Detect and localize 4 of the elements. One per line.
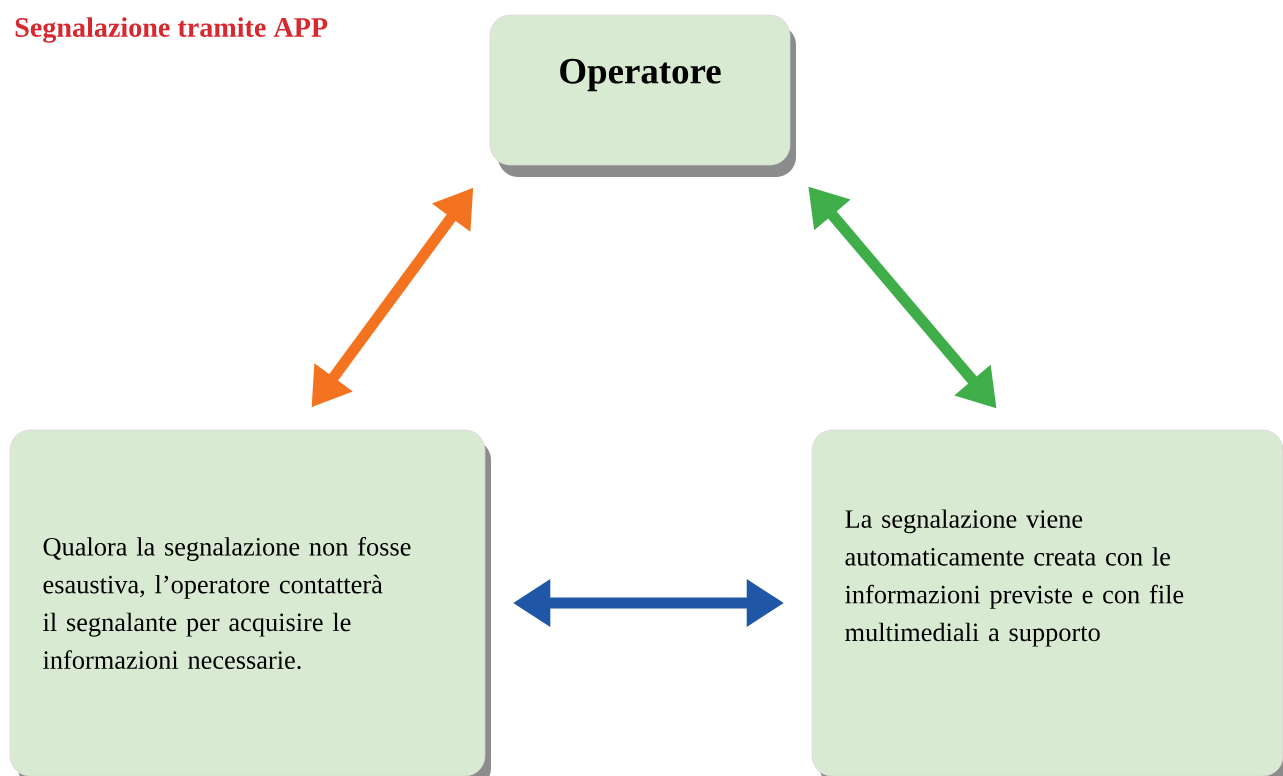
process-box: Qualora la segnalazione non fosse esaustiva, l’operatore contatterà il segnalante per acquisire le informazioni necessarie. bbox=[9, 429, 491, 776]
process-box: La segnalazione viene automaticamente creata con le informazioni previste e con file multimediali a supporto bbox=[811, 429, 1283, 776]
process-box: Operatore bbox=[489, 14, 796, 177]
title: Segnalazione tramite APP bbox=[15, 17, 328, 43]
